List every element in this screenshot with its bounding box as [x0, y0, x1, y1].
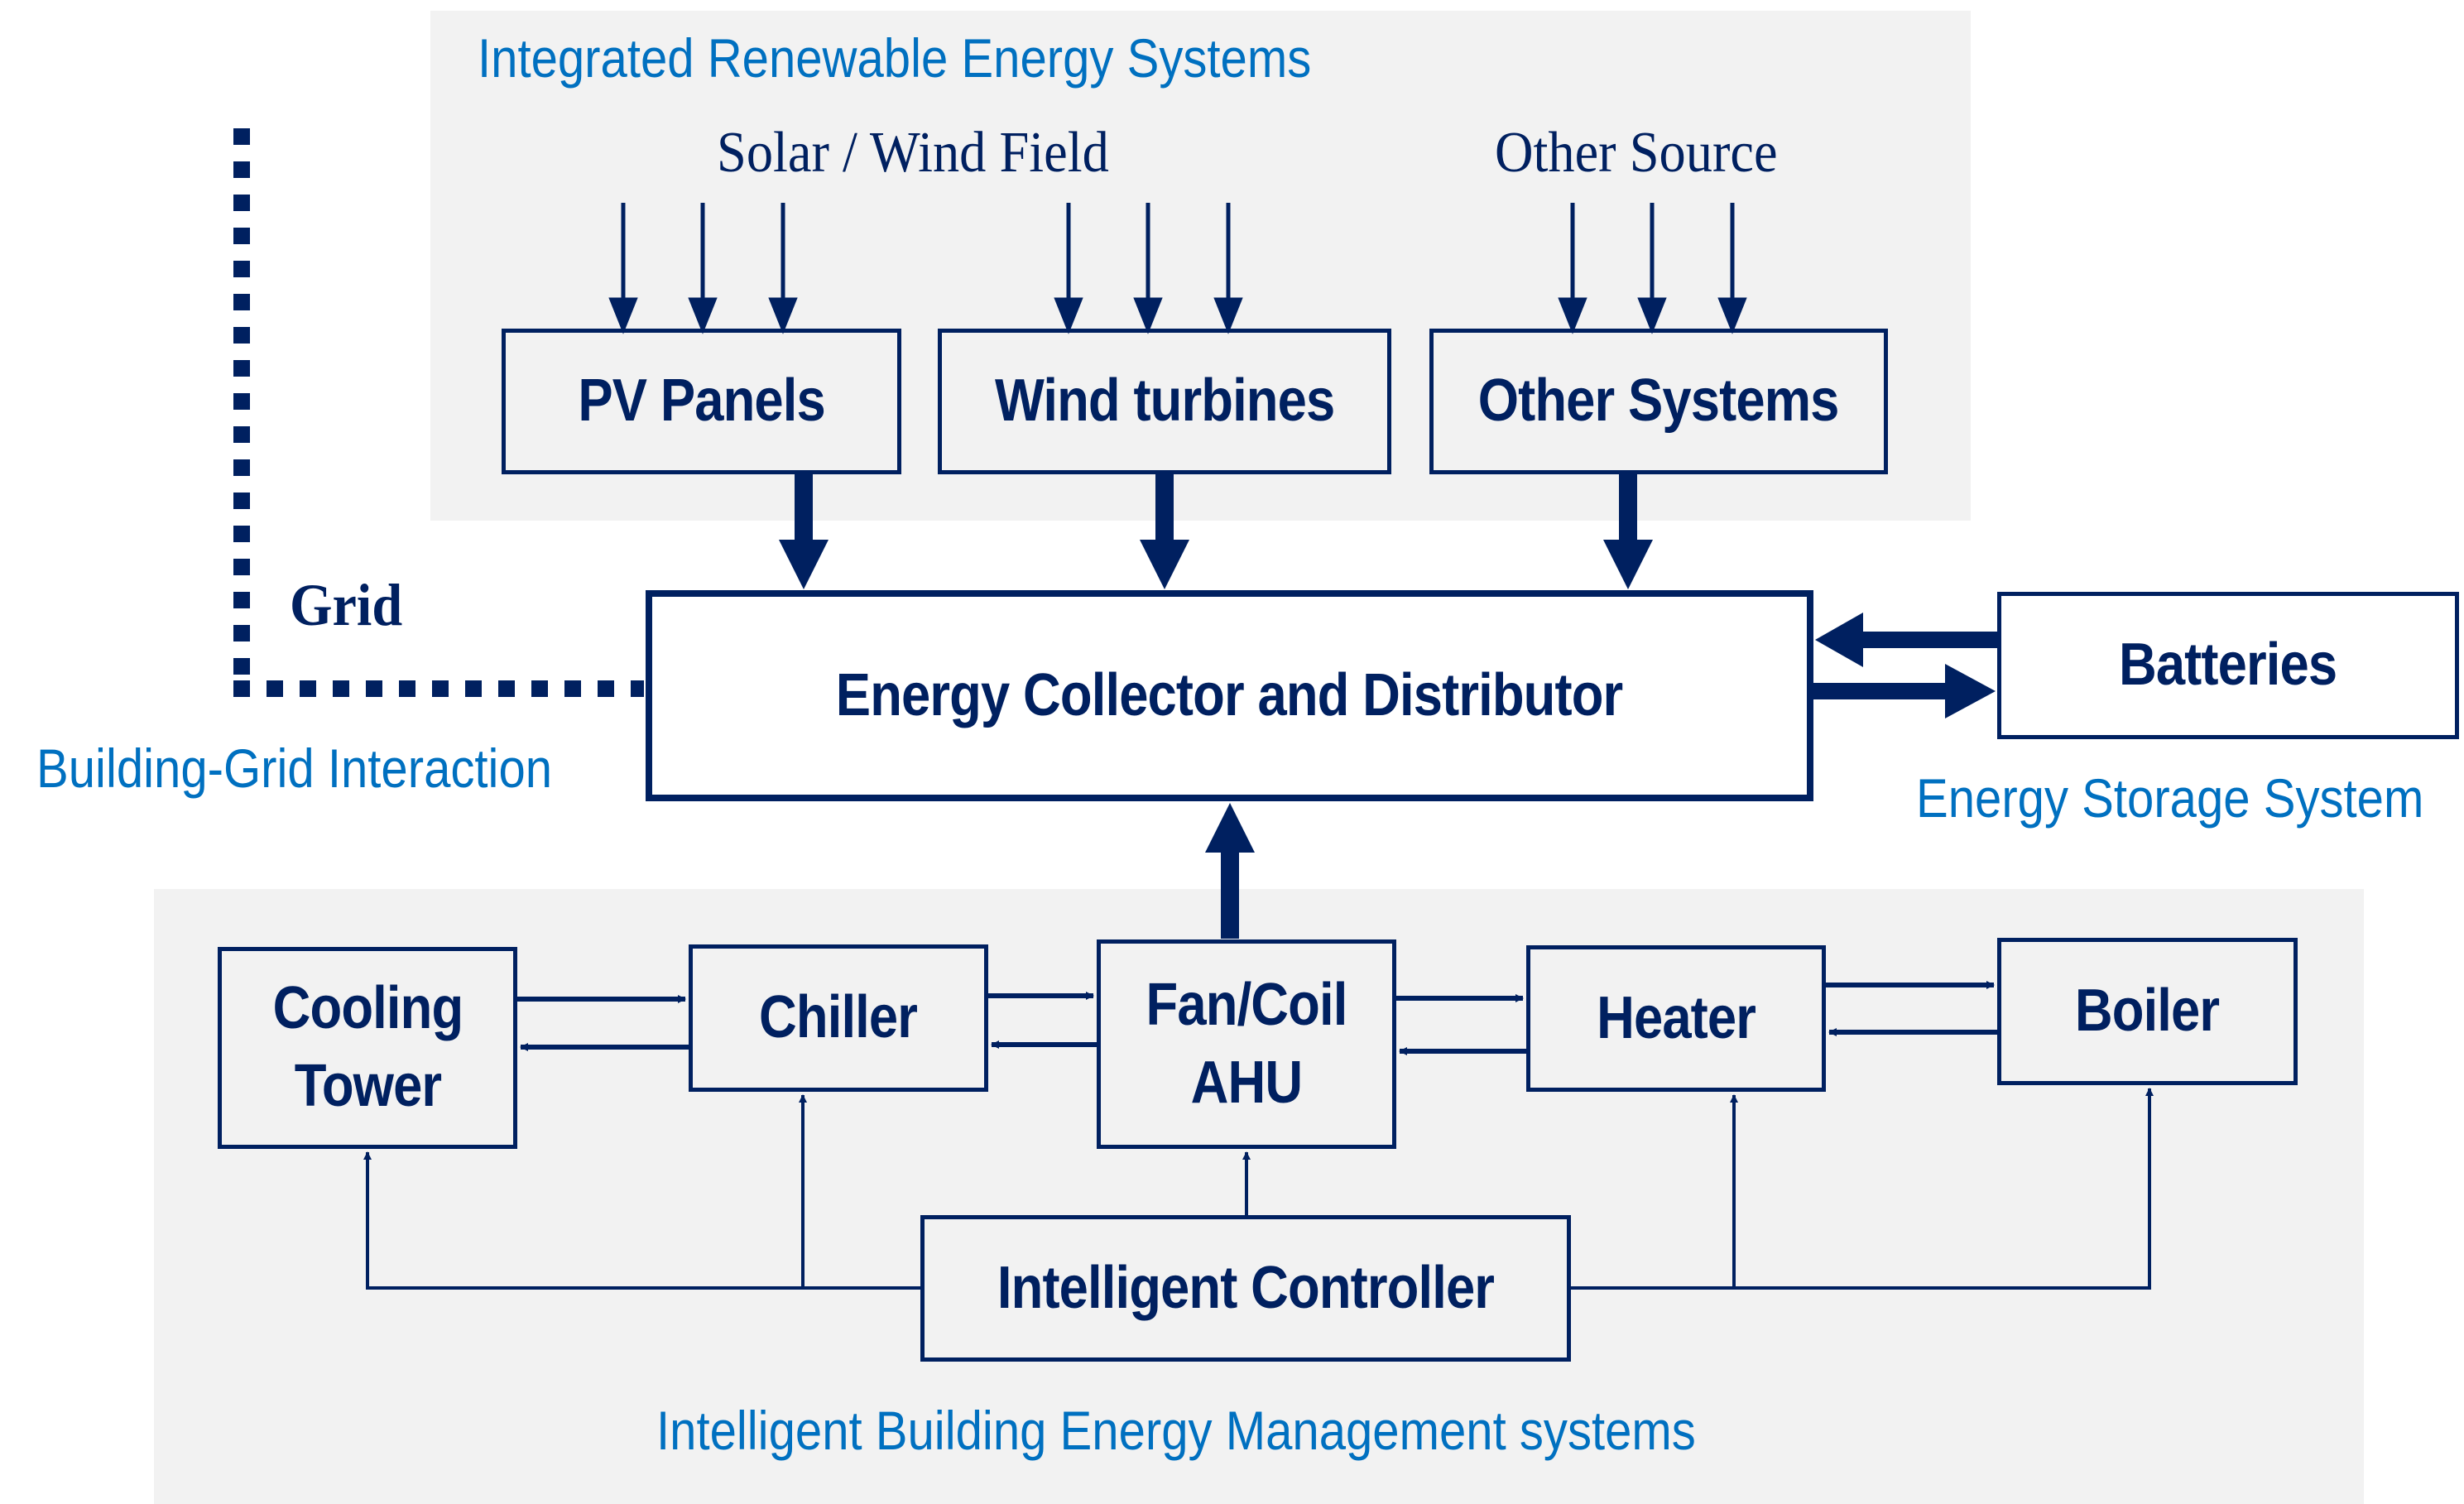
renewable-energy-panel [430, 11, 1971, 521]
arrows-to-wind [1054, 203, 1243, 334]
arrow-batteries-to-collector [1815, 613, 1997, 667]
solar-wind-field-label: Solar / Wind Field [717, 121, 1109, 185]
renewable-group-label: Integrated Renewable Energy Systems [478, 27, 1312, 89]
grid-label: Grid [290, 572, 403, 638]
other-systems-label: Other Systems [1478, 368, 1840, 435]
grid-connection [233, 128, 644, 697]
wind-turbines-label: Wind turbines [994, 368, 1335, 435]
arrow-fancoil-to-collector [1205, 803, 1255, 939]
other-source-label: Other Source [1495, 121, 1778, 185]
intelligent-controller-label: Intelligent Controller [997, 1254, 1495, 1321]
boiler-label: Boiler [2075, 978, 2220, 1045]
arrow-wind-to-collector [1140, 474, 1189, 589]
batteries-node: Batteries [1997, 592, 2459, 739]
chiller-label: Chiller [759, 984, 918, 1051]
controller-signal-lines [363, 1088, 2154, 1290]
arrow-pv-to-collector [779, 474, 829, 589]
grid-interaction-label: Building-Grid Interaction [36, 738, 553, 799]
intelligent-controller-node: Intelligent Controller [920, 1215, 1571, 1362]
arrow-collector-to-batteries [1813, 664, 1996, 718]
heater-node: Heater [1526, 945, 1826, 1092]
energy-management-panel [154, 889, 2364, 1504]
chiller-node: Chiller [689, 944, 988, 1092]
arrows-to-other-systems [1558, 203, 1747, 334]
signal-to-cooling-tower [363, 1151, 920, 1290]
pv-panels-node: PV Panels [502, 329, 901, 474]
wind-turbines-node: Wind turbines [938, 329, 1391, 474]
fan-coil-ahu-node: Fan/Coil AHU [1097, 939, 1396, 1149]
supply-arrows [779, 474, 1997, 939]
signal-to-boiler [1571, 1088, 2154, 1290]
cooling-tower-label: Cooling Tower [272, 975, 464, 1119]
management-group-label: Intelligent Building Energy Management s… [656, 1400, 1696, 1461]
pv-panels-label: PV Panels [578, 368, 825, 435]
other-systems-node: Other Systems [1429, 329, 1888, 474]
heater-label: Heater [1597, 984, 1756, 1051]
storage-group-label: Energy Storage System [1916, 767, 2424, 829]
energy-collector-label: Energy Collector and Distributor [836, 661, 1623, 728]
fan-coil-ahu-label: Fan/Coil AHU [1146, 971, 1348, 1116]
arrows-to-pv [608, 203, 798, 334]
energy-collector-node: Energy Collector and Distributor [646, 590, 1813, 801]
cooling-tower-node: Cooling Tower [218, 947, 517, 1149]
boiler-node: Boiler [1997, 938, 2298, 1085]
source-arrows [608, 203, 1747, 334]
batteries-label: Batteries [2119, 632, 2337, 699]
hvac-flow-arrows [517, 981, 1997, 1055]
arrow-other-to-collector [1603, 474, 1653, 589]
